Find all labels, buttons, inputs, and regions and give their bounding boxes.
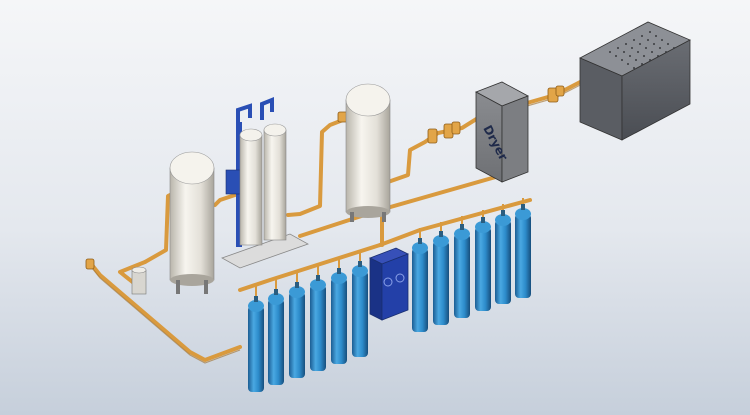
gas-cylinder — [412, 228, 428, 332]
cylinder-bank-left — [248, 250, 368, 392]
air-compressor — [579, 21, 691, 141]
cylinder-bank-right — [412, 198, 531, 332]
gas-cylinder — [331, 257, 347, 364]
gas-cylinder — [310, 264, 326, 371]
pipe-fittings — [85, 85, 565, 270]
gas-cylinder — [495, 204, 511, 304]
filling-control-panel — [369, 247, 409, 321]
gas-cylinder — [515, 198, 531, 298]
gas-cylinder — [289, 271, 305, 378]
compressor-vent-grille — [609, 31, 675, 69]
refrigerated-dryer: Dryer — [475, 81, 529, 183]
psa-nitrogen-generator — [221, 97, 309, 269]
nitrogen-buffer-tank — [169, 151, 215, 294]
pre-filter — [131, 266, 147, 295]
gas-cylinder — [248, 285, 264, 392]
gas-cylinder — [352, 250, 368, 357]
gas-cylinder — [433, 222, 449, 325]
air-receiver-tank — [345, 83, 391, 222]
gas-cylinder — [454, 216, 470, 318]
gas-cylinder — [475, 210, 491, 311]
gas-cylinder — [268, 278, 284, 385]
